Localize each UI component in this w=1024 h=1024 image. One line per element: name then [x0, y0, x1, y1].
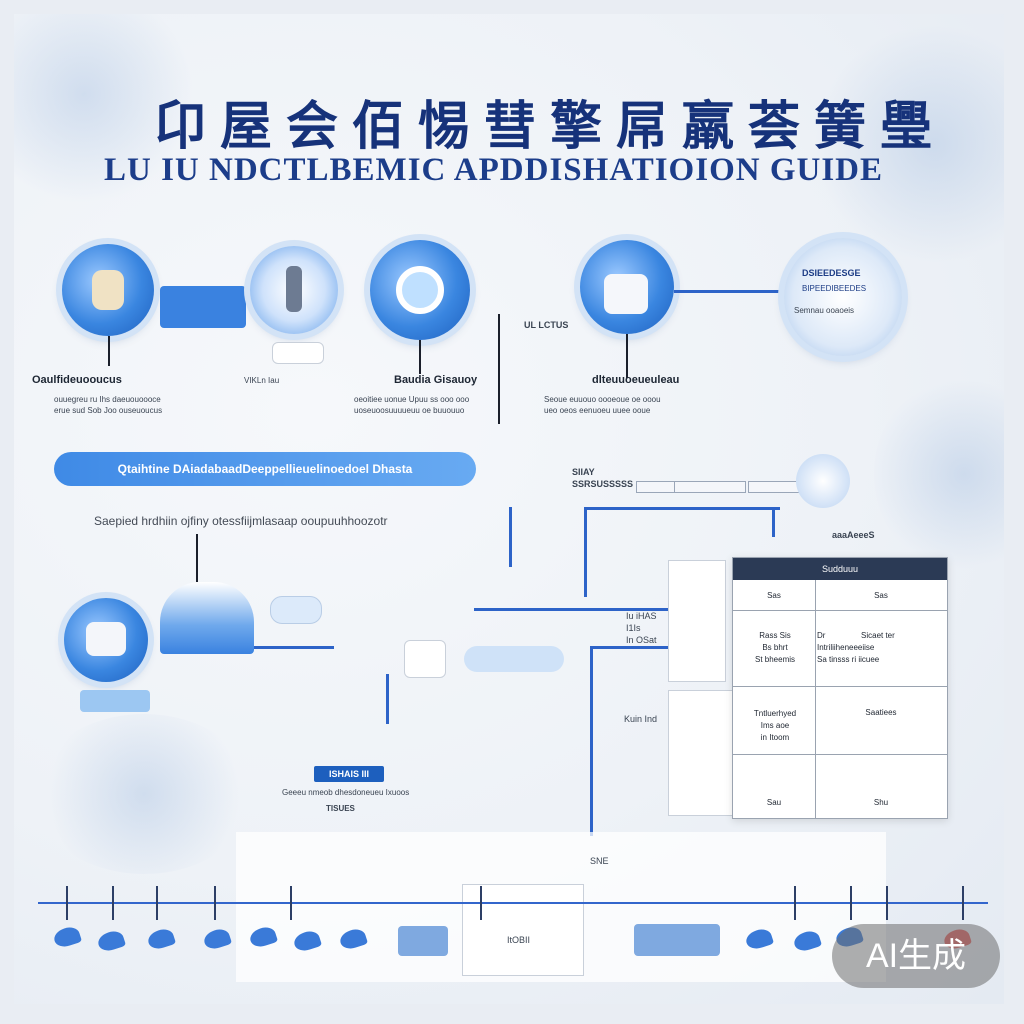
timeline-tick — [156, 886, 158, 920]
table-divider — [733, 610, 947, 611]
flow-line — [386, 674, 389, 724]
side-label: SIIAY SSRSUSSSSS — [572, 467, 634, 489]
timeline — [38, 902, 988, 904]
table-divider — [733, 686, 947, 687]
poster: 卬屋会佰惕彗擎屌羸荟簧璺 LU IU NDCTLBEMIC APDDISHATI… — [14, 14, 1004, 1004]
connector-stem — [108, 336, 110, 366]
label-title-3: Baudia Gisauoy — [394, 374, 478, 386]
timeline-label: ItOBII — [507, 935, 531, 945]
title-chinese: 卬屋会佰惕彗擎屌羸荟簧璺 — [154, 96, 947, 157]
timeline-tick — [66, 886, 68, 920]
timeline-tick — [962, 886, 964, 920]
illustration-circle-5 — [64, 598, 148, 682]
label-title-1: Oaulfideuooucus — [32, 374, 122, 386]
marker-blob — [95, 928, 127, 954]
marker-blob — [145, 926, 177, 952]
city-icon — [634, 924, 720, 956]
section-banner: Qtaihtine DAiadabaadDeeppellieuelinoedoe… — [54, 452, 476, 486]
summary-table: Sudduuu Sas Sas Rass Sis Bs bhrt St bhee… — [732, 557, 948, 819]
illustration-circle-3 — [370, 240, 470, 340]
timeline-tick — [290, 886, 292, 920]
info-card: DSIEEDESGE BIPEEDIBEEDES Semnau ooaoeis — [784, 238, 902, 356]
table-cell: Dr Sicaet ter Intriliiheneeeiise Sa tins… — [817, 631, 895, 664]
table-cell: Sas — [767, 591, 781, 600]
caption-label: UL LCTUS — [524, 320, 569, 330]
connector-line — [674, 290, 782, 293]
connector-line — [498, 314, 500, 424]
frost-decoration — [34, 714, 254, 874]
timeline-mark: SNE — [590, 856, 609, 866]
illustration-circle-4 — [580, 240, 674, 334]
city-icon — [398, 926, 448, 956]
card-subheading: BIPEEDIBEEDES — [802, 284, 867, 293]
connector-stem — [419, 340, 421, 374]
flow-line — [584, 507, 587, 597]
device-icon — [270, 596, 322, 624]
table-divider — [733, 754, 947, 755]
title-english: LU IU NDCTLBEMIC APDDISHATIOION GUIDE — [104, 152, 884, 188]
table-cell: Shu — [873, 798, 889, 807]
center-card: ItOBII — [462, 884, 584, 976]
machine-icon — [604, 274, 648, 314]
bar-segment — [674, 481, 746, 493]
table-cell: Saatiees — [865, 708, 897, 717]
marker-blob — [51, 924, 83, 950]
card-heading: DSIEEDESGE — [802, 268, 861, 278]
caption-text: Geeeu nmeob dhesdoneueu Ixuoos — [282, 788, 410, 797]
table-header: Sudduuu — [733, 558, 947, 580]
frost-decoration — [874, 374, 1004, 574]
label-desc-1: ouuegreu ru Ihs daeuouoooce erue sud Sob… — [54, 395, 163, 415]
device-icon — [272, 342, 324, 364]
device-icon — [92, 270, 124, 310]
caption-text: TISUES — [326, 804, 355, 813]
flow-line — [772, 507, 775, 537]
timeline-tick — [214, 886, 216, 920]
plug-icon — [286, 266, 302, 312]
illustration-circle-1 — [62, 244, 154, 336]
marker-blob — [201, 926, 233, 952]
flow-line — [590, 646, 593, 836]
frost-decoration — [814, 24, 1004, 264]
lens-icon — [396, 266, 444, 314]
chip-label: ISHAIS III — [314, 766, 384, 782]
flow-line — [474, 608, 674, 611]
label-desc-4: Seoue euuouo oooeoue oe ooou ueo oeos ee… — [544, 395, 661, 415]
flow-line — [254, 646, 334, 649]
machine-icon — [86, 622, 126, 656]
table-divider — [815, 580, 816, 818]
table-cell: Sau — [766, 798, 782, 807]
capsule-device — [464, 646, 564, 672]
timeline-tick — [850, 886, 852, 920]
device-icon — [404, 640, 446, 678]
table-cell: Rass Sis Bs bhrt St bheemis — [754, 631, 796, 664]
device-icon — [80, 690, 150, 712]
section-subtitle: Saepied hrdhiin ojfiny otessfiijmlasaap … — [94, 514, 388, 528]
timeline-tick — [480, 886, 482, 920]
panel-shadow — [668, 690, 734, 816]
connector-stem — [196, 534, 198, 582]
timeline-tick — [112, 886, 114, 920]
flow-line — [584, 507, 780, 510]
timeline-tick — [886, 886, 888, 920]
side-label: aaaAeeeS — [832, 530, 875, 540]
card-text: Semnau ooaoeis — [794, 306, 855, 315]
side-label: Iu iHAS I1Is In OSat — [626, 611, 657, 645]
flow-line — [590, 646, 680, 649]
flow-line — [509, 507, 512, 567]
server-block — [160, 286, 246, 328]
label-title-4: dlteuuoeueuleau — [592, 374, 680, 386]
robot-icon — [796, 454, 850, 508]
dome-device — [160, 582, 254, 654]
ai-generated-badge: AI生成 — [832, 924, 1000, 988]
panel-shadow — [668, 560, 726, 682]
label-desc-3: oeoitiee uonue Upuu ss ooo ooo uoseuoosu… — [354, 395, 470, 415]
table-cell: Sas — [874, 591, 888, 600]
label-title-2: VIKLn Iau — [244, 376, 280, 385]
connector-stem — [626, 334, 628, 378]
table-cell: Tntluerhyed Ims aoe in Itoom — [753, 709, 797, 742]
illustration-circle-2 — [250, 246, 338, 334]
timeline-tick — [794, 886, 796, 920]
side-label: Kuin Ind — [624, 714, 658, 724]
